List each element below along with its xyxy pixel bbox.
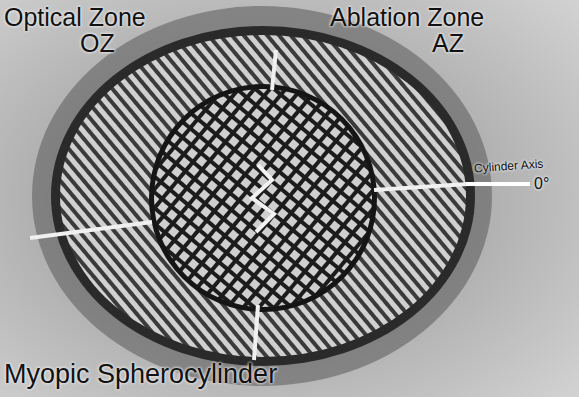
ablation-zone xyxy=(60,35,466,357)
optical-zone xyxy=(154,89,372,307)
zone-label: Ablation Zone xyxy=(330,4,484,30)
ablation-border xyxy=(51,26,475,366)
eye-shadow xyxy=(32,6,492,386)
zone-abbrev: OZ xyxy=(80,30,115,56)
zero-degree-line xyxy=(466,182,530,186)
angle-label: 0° xyxy=(534,176,549,193)
diagram-caption: Myopic Spherocylinder xyxy=(4,360,277,388)
center-mark xyxy=(252,165,274,232)
zone-abbrev: AZ xyxy=(432,30,464,56)
zone-label: Optical Zone xyxy=(4,4,146,30)
axis-lines xyxy=(30,50,468,360)
optical-border xyxy=(149,84,377,312)
